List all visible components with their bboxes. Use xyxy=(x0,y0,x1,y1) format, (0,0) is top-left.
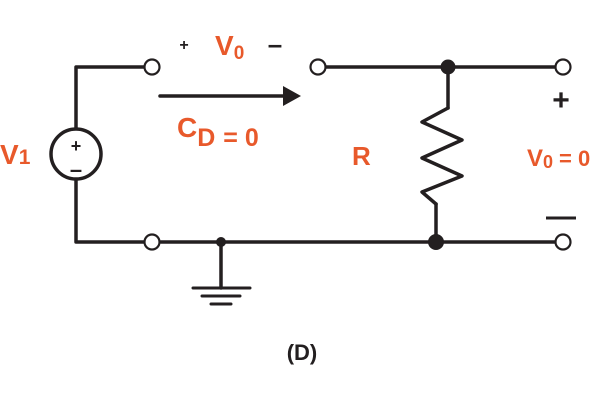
left-top-wire xyxy=(74,65,146,155)
switch-left-bottom-terminal xyxy=(143,233,161,251)
source-minus-sign: – xyxy=(70,157,82,182)
output-voltage-label: V0= 0 xyxy=(527,145,590,172)
switch-arrow-icon xyxy=(158,86,301,106)
output-bottom-terminal xyxy=(554,233,572,251)
switch-right-terminal xyxy=(309,58,327,76)
output-plus-sign: + xyxy=(552,84,570,117)
figure-caption: (D) xyxy=(287,340,318,365)
source-plus-sign: + xyxy=(71,136,82,156)
top-junction-node xyxy=(440,59,456,75)
switch-voltage-label: V0 xyxy=(215,30,244,64)
switch-left-top-terminal xyxy=(143,58,161,76)
source-voltage-label: V1 xyxy=(0,139,31,170)
resistor-label: R xyxy=(352,141,371,171)
switch-minus-sign: – xyxy=(268,29,282,59)
switch-plus-sign: + xyxy=(179,37,188,54)
ground-icon xyxy=(191,286,252,306)
resistor-symbol xyxy=(420,106,464,206)
source-circle xyxy=(49,127,103,181)
bottom-junction-node xyxy=(428,234,444,250)
ground-junction-node xyxy=(216,237,226,247)
output-minus-sign: — xyxy=(546,200,576,233)
output-top-terminal xyxy=(554,58,572,76)
capacitance-label: CD= 0 xyxy=(177,112,259,152)
left-bottom-wire xyxy=(74,177,146,244)
voltage-source: + – xyxy=(49,127,103,182)
